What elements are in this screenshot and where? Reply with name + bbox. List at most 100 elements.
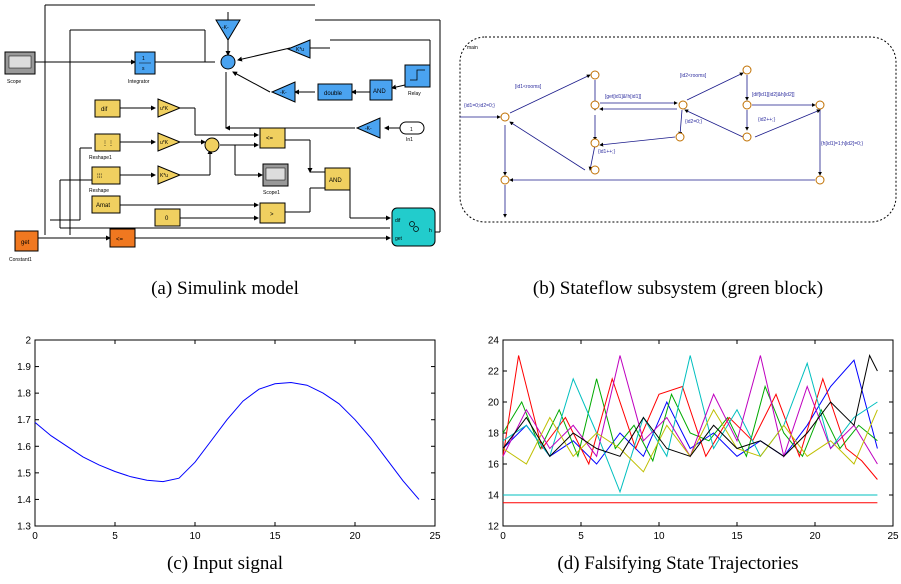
in1-number: 1	[410, 127, 413, 133]
chart-in-get: get	[395, 236, 403, 242]
sf-id1-inc-label: {id1++;}	[598, 149, 616, 155]
sf-init-label: {id1=0;id2=0;}	[464, 103, 495, 109]
and2-label: AND	[329, 178, 342, 184]
gain-uk2-label: u*K	[160, 140, 169, 146]
chart-c-ytick-label: 1.6	[17, 442, 31, 453]
dif-label: dif	[101, 107, 108, 113]
chart-c-ytick-label: 1.5	[17, 468, 31, 479]
sf-h-assign-label: {h[id1]=1;h[id2]=0;}	[821, 141, 863, 147]
gain-ku-block[interactable]	[286, 39, 311, 59]
chart-state-icon	[409, 221, 415, 227]
le2-block[interactable]	[109, 228, 136, 248]
and2-block[interactable]	[324, 167, 351, 191]
integrator-num: 1	[142, 56, 145, 62]
caption-c: (c) Input signal	[166, 553, 284, 574]
sf-id2-reset-label: {id2=0;}	[685, 119, 702, 125]
le1-block[interactable]	[259, 127, 286, 149]
chart-d-series-line-2	[502, 355, 878, 480]
get-block[interactable]	[14, 230, 39, 252]
stateflow-panel: main {id1=0;id2	[455, 25, 901, 230]
main-state	[459, 36, 897, 223]
and1-label: AND	[373, 89, 386, 95]
chart-d-xtick-label: 15	[731, 531, 743, 542]
chart-d-series-line-3	[502, 355, 878, 494]
gain-neg1-label: -K-	[280, 90, 287, 96]
dif-block[interactable]	[94, 99, 121, 118]
chart-d-series-line-0	[502, 359, 878, 465]
gain-uk1-label: u*K	[160, 106, 169, 112]
stateflow-chart-block[interactable]	[391, 207, 436, 247]
gain-neg2-label: -K-	[365, 126, 372, 132]
reshape-block[interactable]	[91, 166, 121, 185]
sf-id2-inc-label: {id2++;}	[758, 117, 776, 123]
chart-d-xtick-label: 5	[578, 531, 584, 542]
stateflow-diagram: main {id1=0;id2	[459, 36, 897, 223]
chart-d-ytick-label: 22	[488, 367, 500, 378]
le2-label: <=	[116, 237, 124, 243]
sf-id1-rooms-label: [id1<rooms]	[515, 84, 542, 90]
caption-d: (d) Falsifying State Trajectories	[557, 553, 799, 574]
reshape1-icon: ⋮⋮	[102, 141, 114, 147]
chart-c-axes-frame	[34, 339, 436, 527]
gt-block[interactable]	[259, 202, 286, 224]
reshape1-label: Reshape1	[89, 155, 112, 161]
chart-d-xtick-label: 25	[887, 531, 899, 542]
gain-neg1-block[interactable]	[270, 81, 296, 103]
gain-uk2-block[interactable]	[157, 132, 182, 152]
chart-c-series-line-0	[34, 381, 420, 500]
chart-c-xtick-label: 0	[32, 531, 38, 542]
gain-top-block[interactable]	[215, 19, 241, 41]
chart-d-xtick-label: 10	[653, 531, 665, 542]
caption-a: (a) Simulink model	[151, 278, 299, 299]
chart-c-ytick-label: 1.3	[17, 522, 31, 533]
chart-c-xtick-label: 15	[269, 531, 281, 542]
chart-d-ytick-label: 14	[488, 491, 500, 502]
zero-block[interactable]	[154, 208, 181, 227]
chart-d-ytick-label: 24	[488, 336, 500, 347]
main-label: main	[467, 45, 478, 51]
chart-c-ytick-label: 2	[25, 336, 31, 347]
chart-d-xtick-label: 0	[500, 531, 506, 542]
in1-label: In1	[406, 137, 413, 143]
sf-dif-cond-label: [dif[id1][id2]&h[id2]]	[752, 92, 795, 98]
amat-block[interactable]	[91, 195, 121, 214]
integrator-label: Integrator	[128, 79, 150, 85]
relay-block[interactable]	[404, 64, 431, 88]
zero-label: 0	[165, 216, 169, 222]
chart-d-ytick-label: 20	[488, 398, 500, 409]
gain-ku-label: K*u	[296, 47, 304, 53]
le1-label: <=	[266, 136, 274, 142]
chart-d-xtick-label: 20	[809, 531, 821, 542]
reshape-icon: ⁞⁞⁞	[97, 174, 102, 180]
chart-d-series-line-6	[502, 354, 878, 458]
and1-block[interactable]	[369, 79, 393, 101]
chart-d-series-line-1	[502, 378, 878, 463]
gain-top-label: -K-	[222, 25, 229, 31]
double-label: double	[324, 91, 343, 97]
chart-in-dif: dif	[395, 218, 401, 224]
in1-port[interactable]	[399, 121, 425, 135]
amat-label: Amat	[96, 203, 110, 209]
simulink-panel: Scope 1 s Integrator -K- K*u Relay AND d…	[0, 0, 450, 270]
chart-c-ytick-label: 1.9	[17, 362, 31, 373]
reshape1-block[interactable]	[94, 133, 121, 152]
get-label: get	[21, 240, 30, 246]
chart-d-ytick-label: 18	[488, 429, 500, 440]
constant1-label: Constant1	[9, 257, 32, 263]
sum-block[interactable]	[220, 54, 236, 70]
gain-ku2-block[interactable]	[157, 165, 182, 185]
junction-start	[500, 112, 510, 122]
chart-out-h: h	[429, 228, 432, 234]
relay-label: Relay	[408, 91, 421, 97]
gain-neg2-block[interactable]	[355, 117, 381, 139]
double-block[interactable]	[317, 83, 353, 101]
reshape-label: Reshape	[89, 188, 109, 194]
gain-uk1-block[interactable]	[157, 98, 182, 118]
chart-c-ytick-label: 1.7	[17, 415, 31, 426]
scope1-label: Scope1	[263, 190, 280, 196]
product-block[interactable]	[204, 137, 220, 153]
chart-d-ytick-label: 12	[488, 522, 500, 533]
chart-c-xtick-label: 20	[349, 531, 361, 542]
